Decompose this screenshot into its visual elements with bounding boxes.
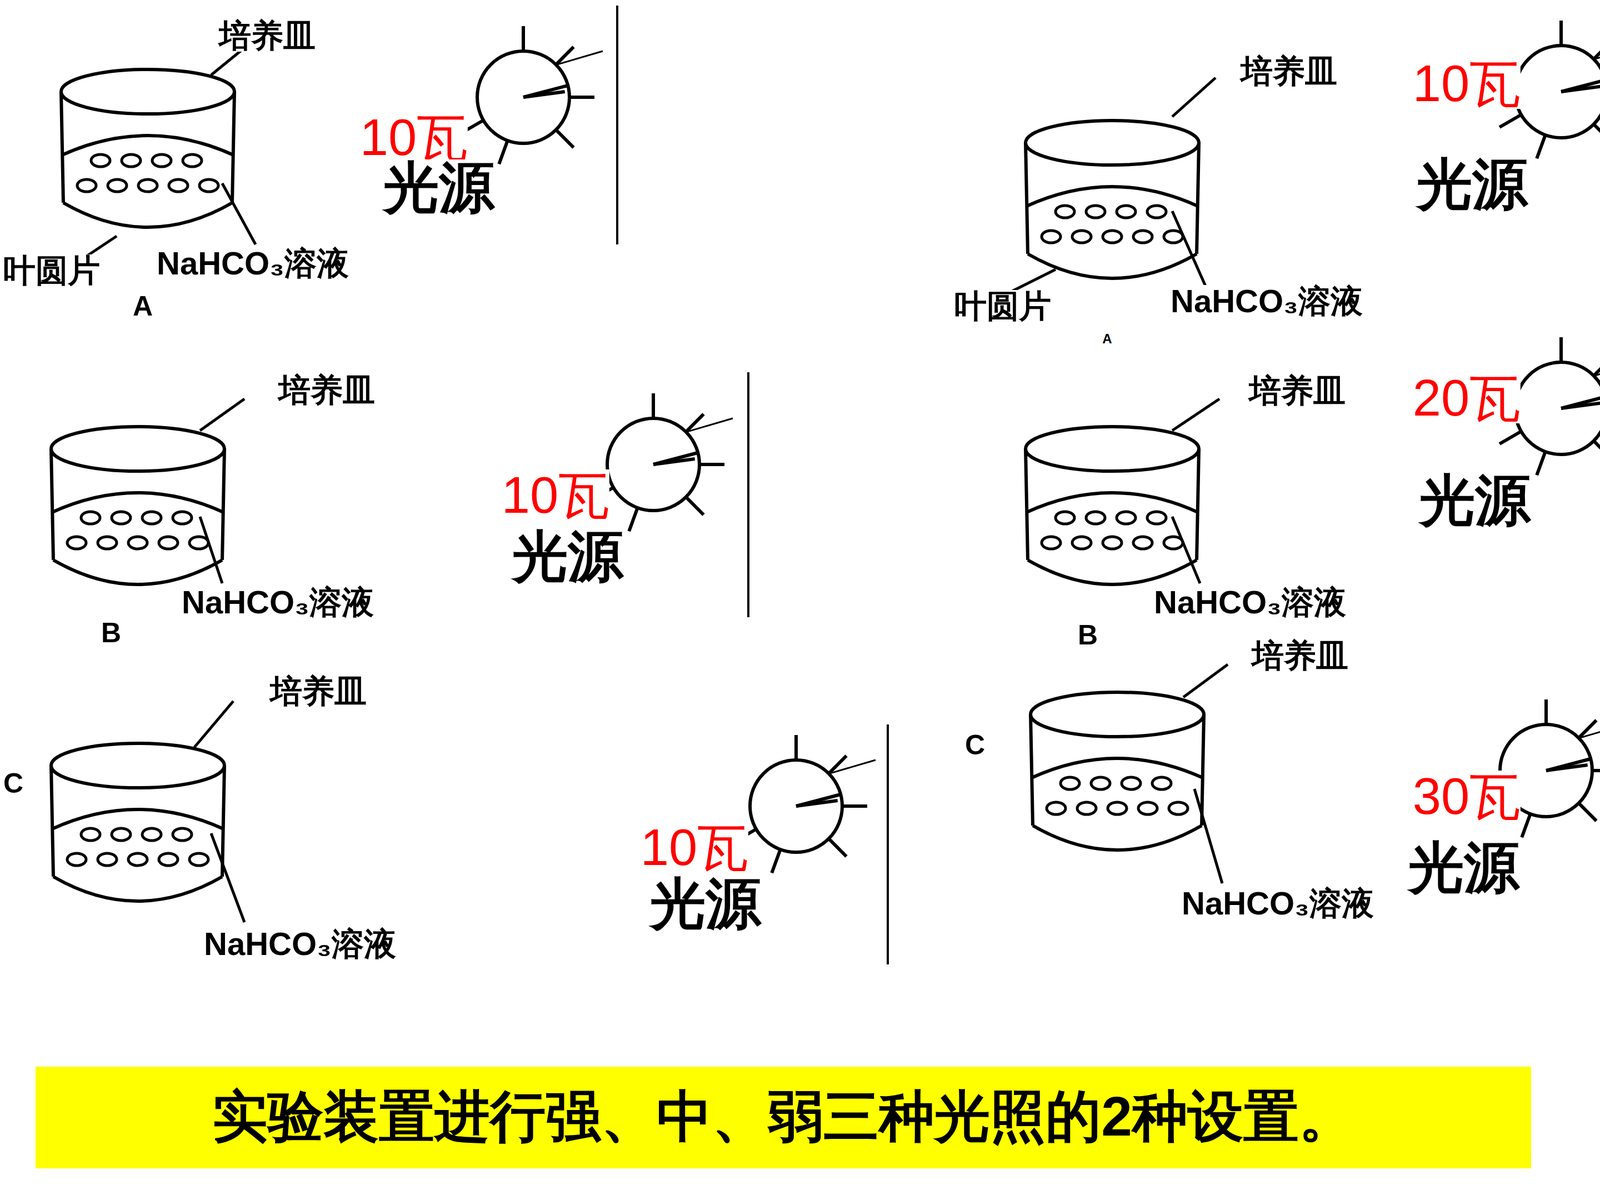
leader-line [1172, 398, 1220, 431]
part-label: A [1102, 332, 1112, 346]
part-label: NaHCO₃溶液 [181, 586, 374, 619]
part-label: 光源 [1416, 156, 1528, 212]
part-label: NaHCO₃溶液 [1170, 285, 1363, 318]
leader-line [194, 701, 234, 748]
power-label: 20瓦 [1412, 372, 1521, 424]
part-label: 培养皿 [1240, 55, 1338, 88]
caption-band: 实验装置进行强、中、弱三种光照的2种设置。 [35, 1066, 1532, 1169]
part-label: NaHCO₃溶液 [156, 247, 349, 280]
part-label: 叶圆片 [3, 254, 100, 287]
petri-dish [1025, 120, 1199, 279]
leader-line [200, 398, 245, 431]
petri-dish [51, 743, 225, 902]
petri-dish [1025, 426, 1199, 585]
part-label: NaHCO₃溶液 [1153, 586, 1347, 619]
leader-line [1172, 211, 1206, 287]
caption-text: 实验装置进行强、中、弱三种光照的2种设置。 [212, 1080, 1355, 1155]
part-label: 培养皿 [1251, 639, 1349, 672]
power-label: 10瓦 [360, 111, 468, 163]
leader-line [1194, 788, 1223, 884]
leader-line [1172, 516, 1200, 584]
petri-dish [51, 426, 225, 585]
part-label: NaHCO₃溶液 [1181, 887, 1374, 920]
part-label: 光源 [650, 875, 762, 932]
part-label: 光源 [1408, 839, 1520, 895]
part-label: NaHCO₃溶液 [203, 927, 397, 960]
leader-line [200, 516, 223, 584]
part-label: 培养皿 [278, 373, 375, 407]
part-label: 叶圆片 [954, 290, 1052, 323]
part-label: 光源 [383, 159, 495, 215]
power-label: 10瓦 [640, 821, 749, 873]
part-label: A [132, 292, 153, 320]
leader-line [211, 833, 245, 923]
petri-dish [61, 69, 235, 228]
leader-line [1172, 77, 1216, 117]
part-label: B [1077, 621, 1098, 649]
leader-line [1183, 664, 1228, 698]
part-label: 培养皿 [218, 19, 316, 52]
part-label: 培养皿 [1248, 374, 1346, 407]
power-label: 10瓦 [1412, 57, 1521, 109]
part-label: 光源 [1419, 472, 1531, 528]
part-label: 培养皿 [270, 675, 367, 708]
petri-dish [1030, 692, 1204, 850]
part-label: C [3, 769, 24, 798]
part-label: 光源 [512, 528, 624, 584]
power-label: 10瓦 [501, 469, 610, 521]
part-label: C [965, 731, 985, 759]
part-label: B [101, 618, 122, 647]
power-label: 30瓦 [1412, 770, 1521, 822]
leader-line [222, 183, 256, 245]
